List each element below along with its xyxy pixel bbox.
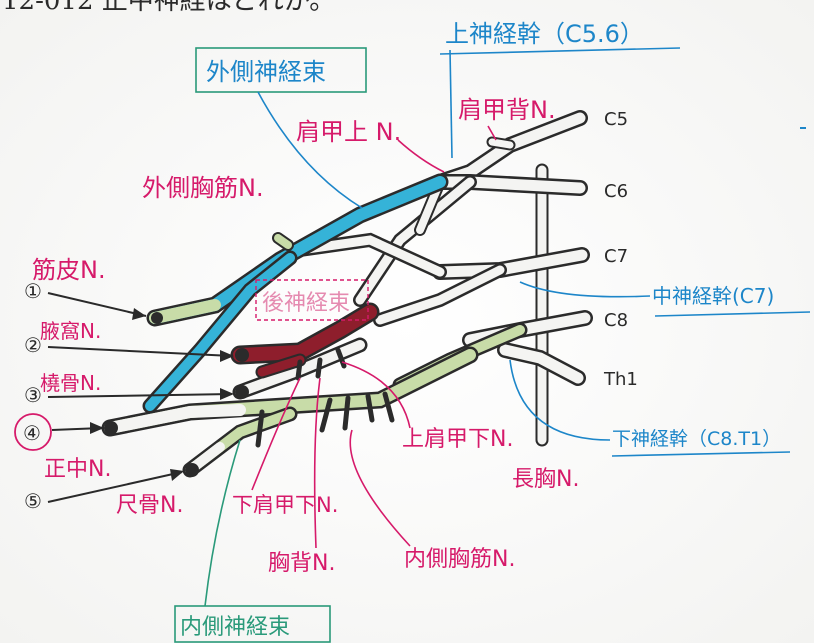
root-th1 [497,342,586,386]
answer-choices: ① ② ③ ④ ⑤ [14,279,234,513]
lateral-pectoral-label: 外側胸筋N. [142,174,264,202]
choice-1-arrowhead [132,308,146,320]
choice-2[interactable]: ② [24,333,42,357]
choice-5-arrowhead [170,469,184,481]
nerve-tubes [101,110,593,478]
choice-3[interactable]: ③ [24,383,42,407]
long-thoracic-label: 長胸N. [512,467,579,492]
posterior-cord-branches [295,347,347,381]
radial-label: 橈骨N. [40,371,101,395]
median-nerve [101,346,479,437]
ulnar-label: 尺骨N. [116,493,183,518]
middle-trunk-underline [654,311,811,317]
lateral-pectoral-stub [272,232,294,251]
choice-2-arrowhead [220,350,234,362]
dorsal-scapular-nerve [486,136,516,151]
medial-cord-box [174,605,331,643]
medial-pectoral-label: 内側胸筋N. [404,547,515,572]
lateral-cord-leader [257,91,363,209]
medial-cord-leader [204,439,241,607]
lateral-cord-box [195,47,367,93]
choice-4-circle [14,413,52,451]
musculocutaneous-label: 筋皮N. [32,256,106,284]
lateral-root-of-median [142,250,298,414]
upper-trunk-leader [449,49,453,159]
lower-trunk-underline [611,451,791,457]
middle-trunk-label: 中神経幹(C7) [652,284,774,308]
thoracodorsal-leader [313,377,321,549]
choice-5-arrow [47,471,183,503]
choice-3-arrow [47,393,233,398]
root-label-th1: Th1 [603,369,638,390]
choice-4[interactable]: ④ [23,421,41,445]
lower-trunk-leader [509,359,611,441]
suprascapular-leader [397,139,445,173]
lower-subscapular-label: 下肩甲下N. [232,493,338,517]
medial-pectoral-leader [349,429,411,547]
upper-trunk-label: 上神経幹（C5.6） [445,20,644,48]
posterior-cord-box [255,279,369,321]
root-label-c7: C7 [604,246,628,267]
dorsal-scapular-leader [487,125,497,141]
choice-5[interactable]: ⑤ [24,489,42,513]
root-labels: C5 C6 C7 C8 Th1 [603,109,638,390]
suprascapular-label: 肩甲上 N. [296,118,401,146]
posterior-cord [230,302,380,379]
upper-subscapular-label: 上肩甲下N. [402,427,513,452]
middle-trunk-leader [519,281,651,298]
nerve-labels: 肩甲背N. 肩甲上 N. 外側胸筋N. 筋皮N. 腋窩N. 橈骨N. 正中N. … [32,96,579,576]
middle-trunk-divisions [293,232,507,327]
medial-cord-branches [255,391,395,448]
thoracodorsal-label: 胸背N. [268,551,335,576]
medial-cord-label: 内側神経束 [180,615,290,640]
trunk-labels: 上神経幹（C5.6） 中神経幹(C7) 下神経幹（C8.T1） [439,20,811,457]
median-label: 正中N. [44,457,111,482]
lower-subscapular-leader [251,377,301,491]
choice-1[interactable]: ① [24,279,42,303]
choice-1-arrow [47,292,147,317]
question-header: 12-012 正中神経はどれか。 [2,0,335,16]
upper-trunk-underline [439,47,681,55]
choice-3-arrowhead [220,388,234,400]
root-label-c8: C8 [604,310,628,331]
cord-labels: 外側神経束 後神経束 内側神経束 [174,47,369,643]
dorsal-scapular-label: 肩甲背N. [458,96,556,124]
upper-subscapular-leader [341,361,411,429]
choice-4-arrowhead [90,422,104,434]
posterior-cord-label: 後神経束 [262,291,350,316]
root-label-c6: C6 [604,181,628,202]
lower-trunk-label: 下神経幹（C8.T1） [612,428,781,450]
lateral-cord-label: 外側神経束 [206,58,326,86]
root-label-c5: C5 [604,109,628,130]
axillary-label: 腋窩N. [40,319,101,343]
choice-2-arrow [47,346,233,357]
nerve-ends [104,312,249,477]
